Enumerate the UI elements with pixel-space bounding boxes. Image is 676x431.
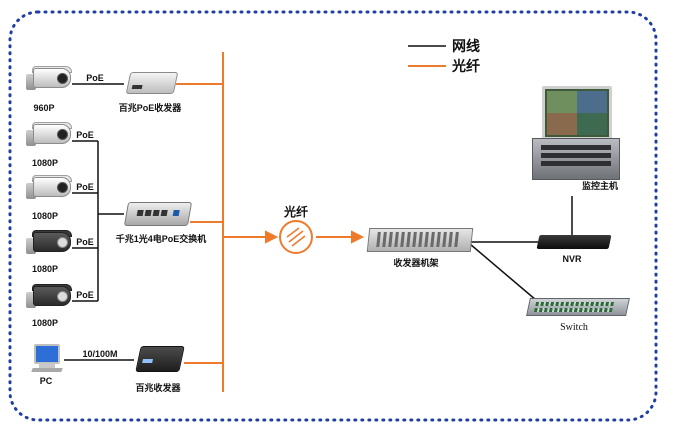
poe-switch-icon — [123, 202, 193, 226]
transceiver-icon — [135, 346, 185, 372]
pc-link-label: 10/100M — [82, 349, 118, 359]
camera-3-resolution: 1080P — [31, 211, 59, 221]
transceiver-label: 百兆收发器 — [135, 383, 181, 393]
poe-switch-label: 千兆1光4电PoE交换机 — [115, 234, 207, 244]
transceiver-rack-icon — [366, 228, 474, 252]
camera-5-resolution: 1080P — [31, 318, 59, 328]
cable-rack-switch — [469, 243, 537, 301]
camera-4-resolution: 1080P — [31, 264, 59, 274]
network-switch-icon — [526, 298, 630, 316]
fiber-arrow-1 — [265, 230, 279, 244]
fiber-lines — [176, 52, 446, 392]
poe-transceiver-label: 百兆PoE收发器 — [118, 103, 182, 113]
switch-label: Switch — [560, 322, 588, 333]
camera-2-link: PoE — [76, 130, 94, 140]
dotted-border — [8, 10, 658, 422]
camera-icon — [26, 66, 72, 92]
legend-cable-text: 网线 — [452, 38, 480, 54]
camera-icon — [26, 122, 72, 148]
monitoring-host-label: 监控主机 — [581, 181, 619, 191]
camera-5-link: PoE — [76, 290, 94, 300]
camera-icon — [26, 230, 72, 256]
camera-icon — [26, 284, 72, 310]
camera-2-resolution: 1080P — [31, 158, 59, 168]
camera-icon — [26, 175, 72, 201]
camera-3-link: PoE — [76, 182, 94, 192]
nvr-label: NVR — [562, 254, 582, 264]
camera-1-resolution: 960P — [33, 103, 55, 113]
camera-4-link: PoE — [76, 237, 94, 247]
cable-lines — [64, 45, 573, 361]
fiber-arrow-2 — [351, 230, 365, 244]
nvr-icon — [536, 235, 612, 249]
fiber-label: 光纤 — [283, 205, 309, 219]
rack-label: 收发器机架 — [393, 258, 439, 268]
camera-1-link: PoE — [86, 73, 104, 83]
poe-transceiver-icon — [125, 72, 179, 94]
legend-fiber-text: 光纤 — [452, 58, 480, 74]
fiber-circle-icon — [279, 220, 313, 254]
pc-label: PC — [39, 376, 53, 386]
